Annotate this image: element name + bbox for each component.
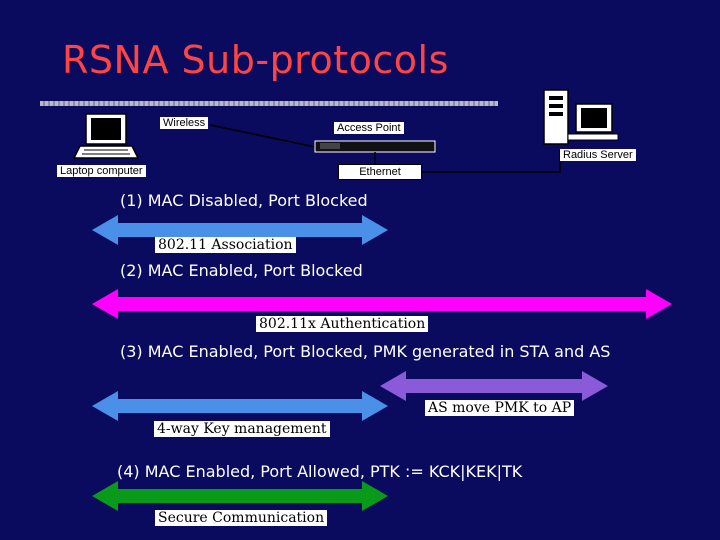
laptop-icon (72, 113, 140, 159)
radius-server-label: Radius Server (560, 149, 636, 161)
pmk-transfer-label: AS move PMK to AP (425, 400, 575, 416)
pmk-transfer-arrow (380, 371, 608, 401)
title-divider (40, 101, 498, 106)
authentication-arrow (92, 289, 672, 319)
access-point-icon (314, 140, 436, 153)
association-label: 802.11 Association (155, 237, 296, 253)
association-arrow (92, 215, 388, 245)
access-point-label: Access Point (334, 122, 404, 134)
phase-2-label: (2) MAC Enabled, Port Blocked (120, 261, 363, 280)
wireless-label: Wireless (160, 117, 209, 129)
ethernet-label: Ethernet (338, 164, 422, 180)
authentication-label: 802.11x Authentication (256, 316, 429, 332)
laptop-label: Laptop computer (57, 165, 146, 177)
key-management-arrow (92, 391, 388, 421)
phase-1-label: (1) MAC Disabled, Port Blocked (120, 191, 368, 210)
ethernet-link (374, 150, 561, 173)
phase-4-label: (4) MAC Enabled, Port Allowed, PTK := KC… (117, 462, 523, 481)
key-management-label: 4-way Key management (154, 421, 330, 437)
wireless-link (209, 124, 321, 149)
page-title: RSNA Sub-protocols (62, 38, 449, 82)
secure-communication-arrow (92, 481, 388, 511)
radius-server-icon (543, 89, 619, 145)
secure-communication-label: Secure Communication (155, 510, 328, 526)
phase-3-label: (3) MAC Enabled, Port Blocked, PMK gener… (120, 342, 611, 361)
